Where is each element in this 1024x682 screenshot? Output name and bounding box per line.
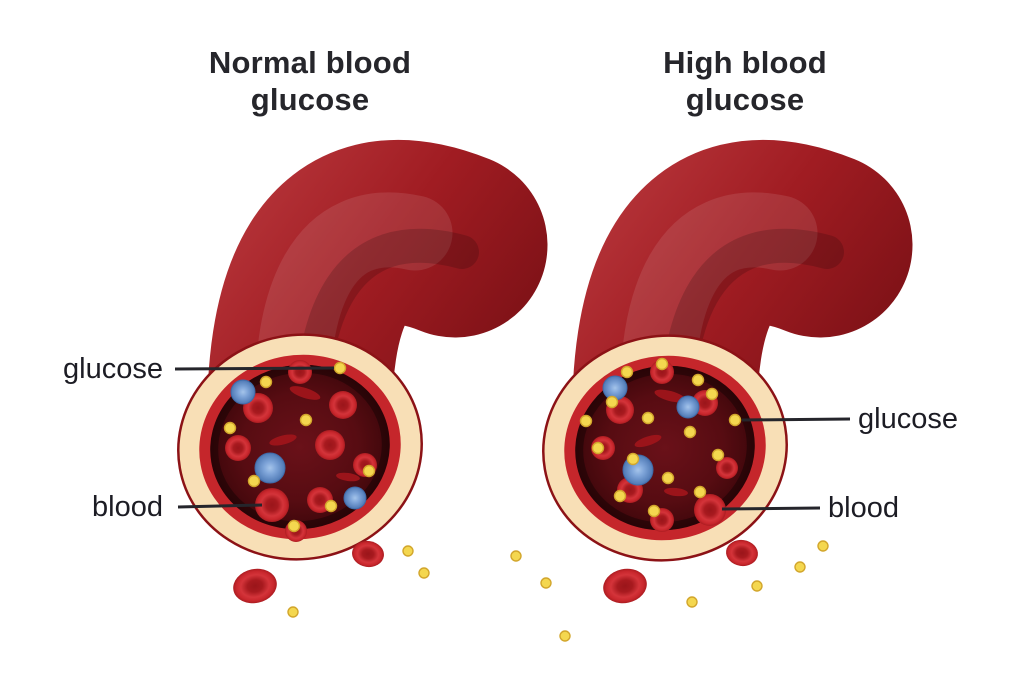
glucose-molecule	[691, 373, 705, 387]
glucose-molecule	[362, 464, 376, 478]
title-line: High blood	[663, 45, 827, 80]
glucose-molecule	[655, 357, 669, 371]
blood-pointer-line-left	[177, 503, 263, 509]
glucose-molecule	[559, 630, 571, 642]
glucose-molecule	[605, 395, 619, 409]
right-glucose-molecules	[579, 357, 742, 518]
left-white-blood-cells	[230, 379, 367, 510]
red-blood-cell	[225, 435, 251, 461]
glucose-molecule	[693, 485, 707, 499]
glucose-molecule	[711, 448, 725, 462]
red-blood-cell-side	[634, 434, 662, 448]
glucose-molecule	[223, 421, 237, 435]
white-blood-cell	[343, 486, 367, 510]
blood-pointer-line-right	[721, 506, 821, 511]
glucose-molecule	[626, 452, 640, 466]
glucose-pointer-line-right	[741, 417, 851, 422]
glucose-molecule	[579, 414, 593, 428]
label-glucose-right: glucose	[858, 403, 958, 435]
glucose-pointer-line-left	[174, 366, 335, 371]
white-blood-cell	[254, 452, 286, 484]
glucose-molecule-labeled	[728, 413, 742, 427]
white-blood-cell	[676, 395, 700, 419]
right-vessel	[510, 140, 913, 642]
red-blood-cell	[315, 430, 345, 460]
right-cross-section	[542, 334, 788, 562]
glucose-molecule	[287, 519, 301, 533]
glucose-molecule	[613, 489, 627, 503]
glucose-molecule	[510, 550, 522, 562]
glucose-molecule	[647, 504, 661, 518]
title-line: Normal blood	[208, 45, 412, 80]
white-blood-cell	[602, 375, 628, 401]
glucose-molecule	[418, 567, 430, 579]
title-high-blood-glucose: High blood glucose	[580, 44, 910, 118]
label-glucose-left: glucose	[63, 353, 163, 385]
title-normal-blood-glucose: Normal blood glucose	[140, 44, 480, 118]
glucose-molecule	[686, 596, 698, 608]
left-vessel	[174, 140, 548, 618]
glucose-molecule-labeled	[333, 361, 347, 375]
red-blood-cell	[233, 568, 277, 604]
label-blood-right: blood	[828, 492, 899, 524]
glucose-molecule	[620, 365, 634, 379]
red-blood-cell-side	[289, 386, 321, 400]
glucose-molecule	[591, 441, 605, 455]
red-blood-cell	[288, 360, 312, 384]
red-blood-cell-side	[336, 472, 360, 482]
glucose-molecule	[683, 425, 697, 439]
label-blood-left: blood	[92, 491, 163, 523]
red-blood-cell	[716, 457, 738, 479]
red-blood-cell	[329, 391, 357, 419]
glucose-molecule	[259, 375, 273, 389]
red-blood-cell	[650, 360, 674, 384]
red-blood-cell-side	[654, 389, 686, 403]
glucose-molecule	[817, 540, 829, 552]
glucose-molecule	[641, 411, 655, 425]
glucose-molecule	[794, 561, 806, 573]
title-line: glucose	[250, 82, 370, 118]
red-blood-cell-side	[269, 434, 297, 446]
glucose-molecule	[751, 580, 763, 592]
glucose-molecule	[324, 499, 338, 513]
right-spilled-cells	[510, 539, 829, 642]
glucose-molecule	[705, 387, 719, 401]
glucose-molecule	[661, 471, 675, 485]
red-blood-cell-side	[664, 487, 688, 497]
lumen-shadow	[210, 364, 390, 530]
red-blood-cell	[726, 539, 758, 567]
red-blood-cell-labeled	[694, 494, 726, 526]
red-blood-cell	[352, 540, 384, 568]
left-glucose-molecules	[223, 361, 376, 533]
red-blood-cell	[603, 568, 647, 604]
left-spilled-cells	[233, 540, 430, 618]
white-blood-cell	[230, 379, 256, 405]
glucose-molecule	[540, 577, 552, 589]
title-line: glucose	[685, 82, 805, 118]
glucose-molecule	[402, 545, 414, 557]
glucose-molecule	[247, 474, 261, 488]
red-blood-cell-labeled	[255, 488, 289, 522]
glucose-molecule	[287, 606, 299, 618]
glucose-molecule	[299, 413, 313, 427]
